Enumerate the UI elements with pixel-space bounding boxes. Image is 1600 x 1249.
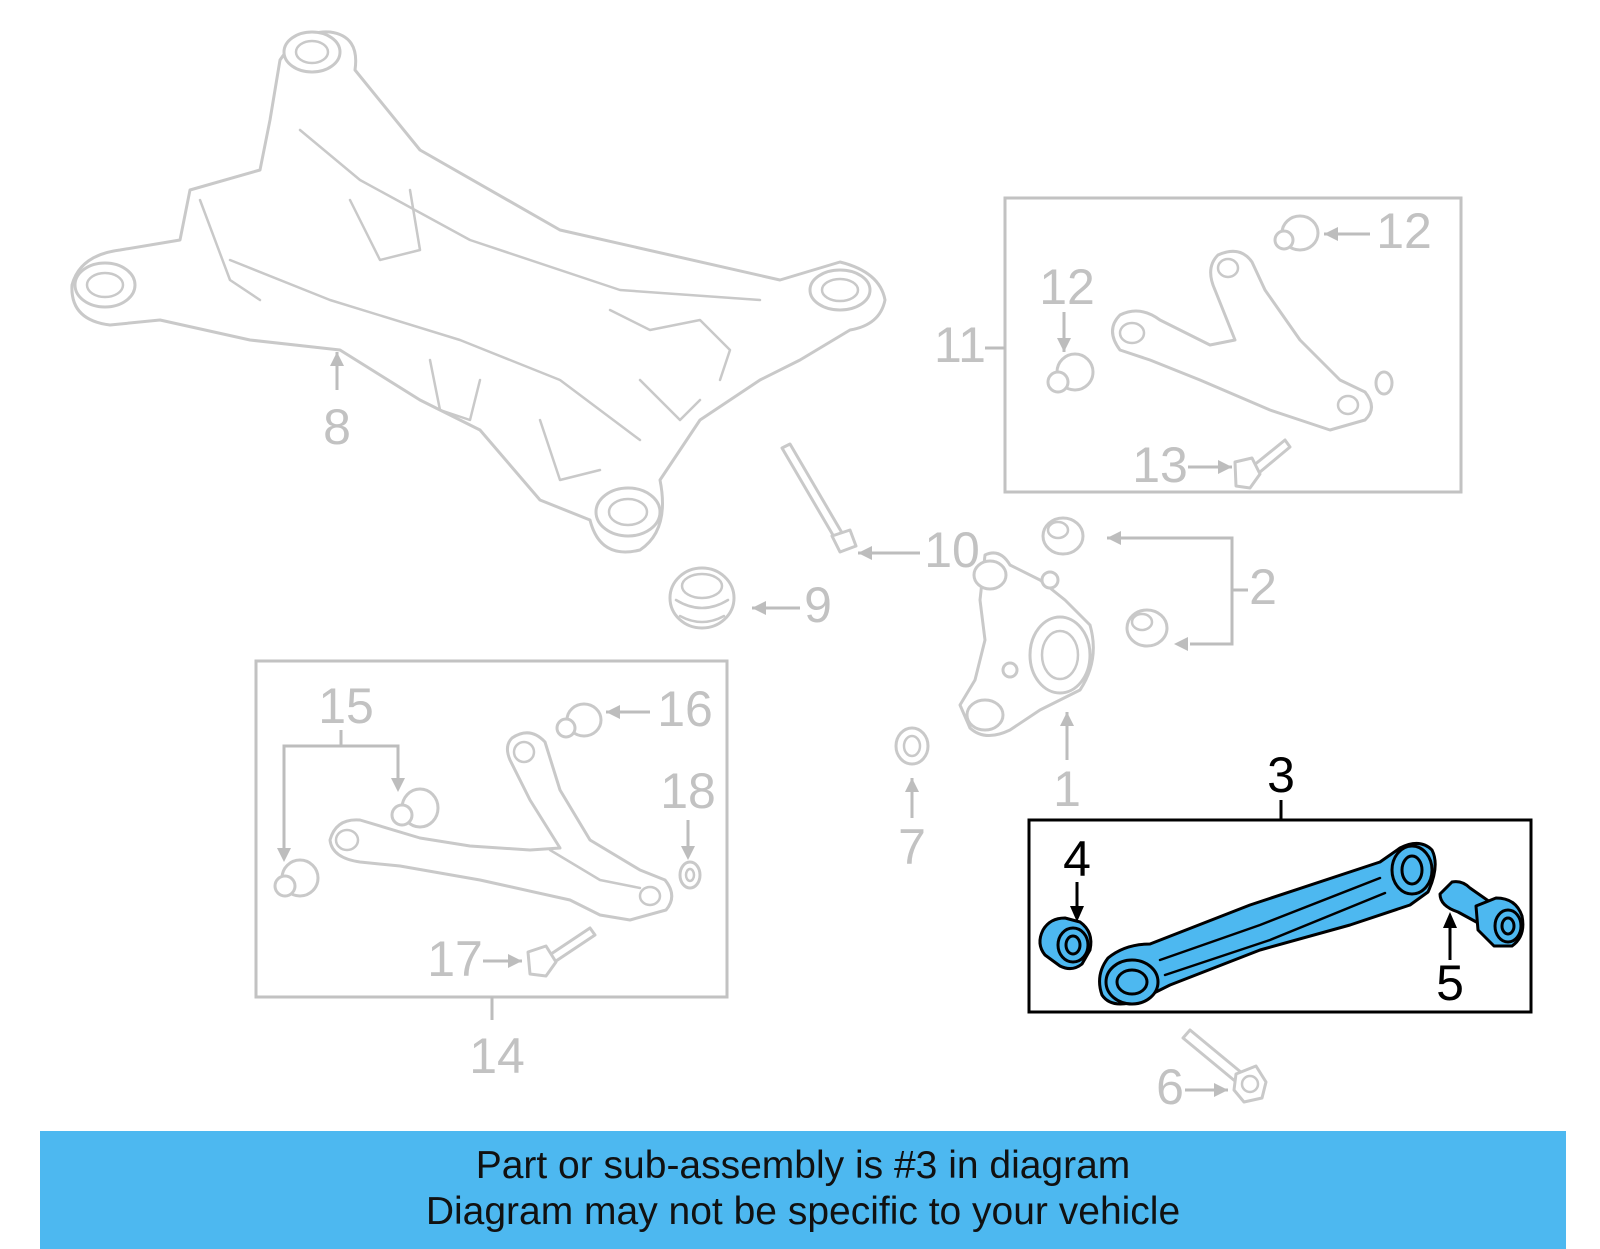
callout-12-upper: 12 — [1376, 203, 1432, 259]
lower-arm-part-14[interactable] — [328, 731, 674, 922]
bushing-part-2[interactable] — [1041, 516, 1169, 648]
callout-9: 9 — [804, 577, 832, 633]
callout-14: 14 — [469, 1028, 525, 1084]
callout-1: 1 — [1053, 761, 1081, 817]
callout-8: 8 — [323, 399, 351, 455]
highlight-leader-lines — [1070, 800, 1457, 960]
callout-3: 3 — [1267, 747, 1295, 803]
washer-part-18[interactable] — [678, 860, 702, 890]
callout-6: 6 — [1156, 1059, 1184, 1115]
banner-line-disclaimer: Diagram may not be specific to your vehi… — [425, 1190, 1181, 1233]
bushing-part-12-lower[interactable] — [1046, 352, 1095, 394]
leader-lines — [277, 227, 1370, 1097]
subframe-part-8[interactable] — [70, 30, 887, 554]
bolt-part-13[interactable] — [1233, 438, 1292, 490]
bushing-part-5[interactable] — [1438, 880, 1525, 948]
knuckle-part-1[interactable] — [958, 551, 1095, 737]
callout-2: 2 — [1249, 559, 1277, 615]
bushing-part-4[interactable] — [1038, 916, 1093, 971]
info-banner: Part or sub-assembly is #3 in diagram Di… — [40, 1131, 1566, 1249]
callout-16: 16 — [657, 681, 713, 737]
callout-15: 15 — [318, 678, 374, 734]
bolt-part-6[interactable] — [1181, 1028, 1268, 1104]
callout-18: 18 — [660, 763, 716, 819]
bushing-part-15-a[interactable] — [390, 787, 440, 829]
callout-5: 5 — [1436, 955, 1464, 1011]
banner-line-part-number: Part or sub-assembly is #3 in diagram — [475, 1144, 1131, 1187]
callout-12-lower: 12 — [1039, 259, 1095, 315]
callout-13: 13 — [1132, 437, 1188, 493]
upper-arm-part-11[interactable] — [1111, 249, 1373, 432]
callout-11: 11 — [934, 317, 986, 373]
bushing-part-12-upper[interactable] — [1273, 214, 1320, 252]
callout-17: 17 — [427, 931, 483, 987]
bushing-part-9[interactable] — [668, 566, 736, 630]
bushing-part-16[interactable] — [555, 702, 603, 739]
washer-part-7[interactable] — [894, 726, 930, 766]
bushing-part-15-b[interactable] — [273, 858, 320, 898]
upper-arm-group-box-11 — [1003, 196, 1463, 494]
callout-4: 4 — [1063, 831, 1091, 887]
washer-part-12-ring — [1374, 370, 1394, 396]
callout-10: 10 — [924, 522, 980, 578]
bolt-part-17[interactable] — [526, 926, 597, 978]
bolt-part-10[interactable] — [780, 442, 858, 554]
trailing-link-part-3[interactable] — [1098, 842, 1437, 1006]
callout-7: 7 — [898, 819, 926, 875]
callout-labels: 8 10 9 2 1 7 11 12 12 13 14 15 16 17 18 … — [318, 203, 1464, 1115]
